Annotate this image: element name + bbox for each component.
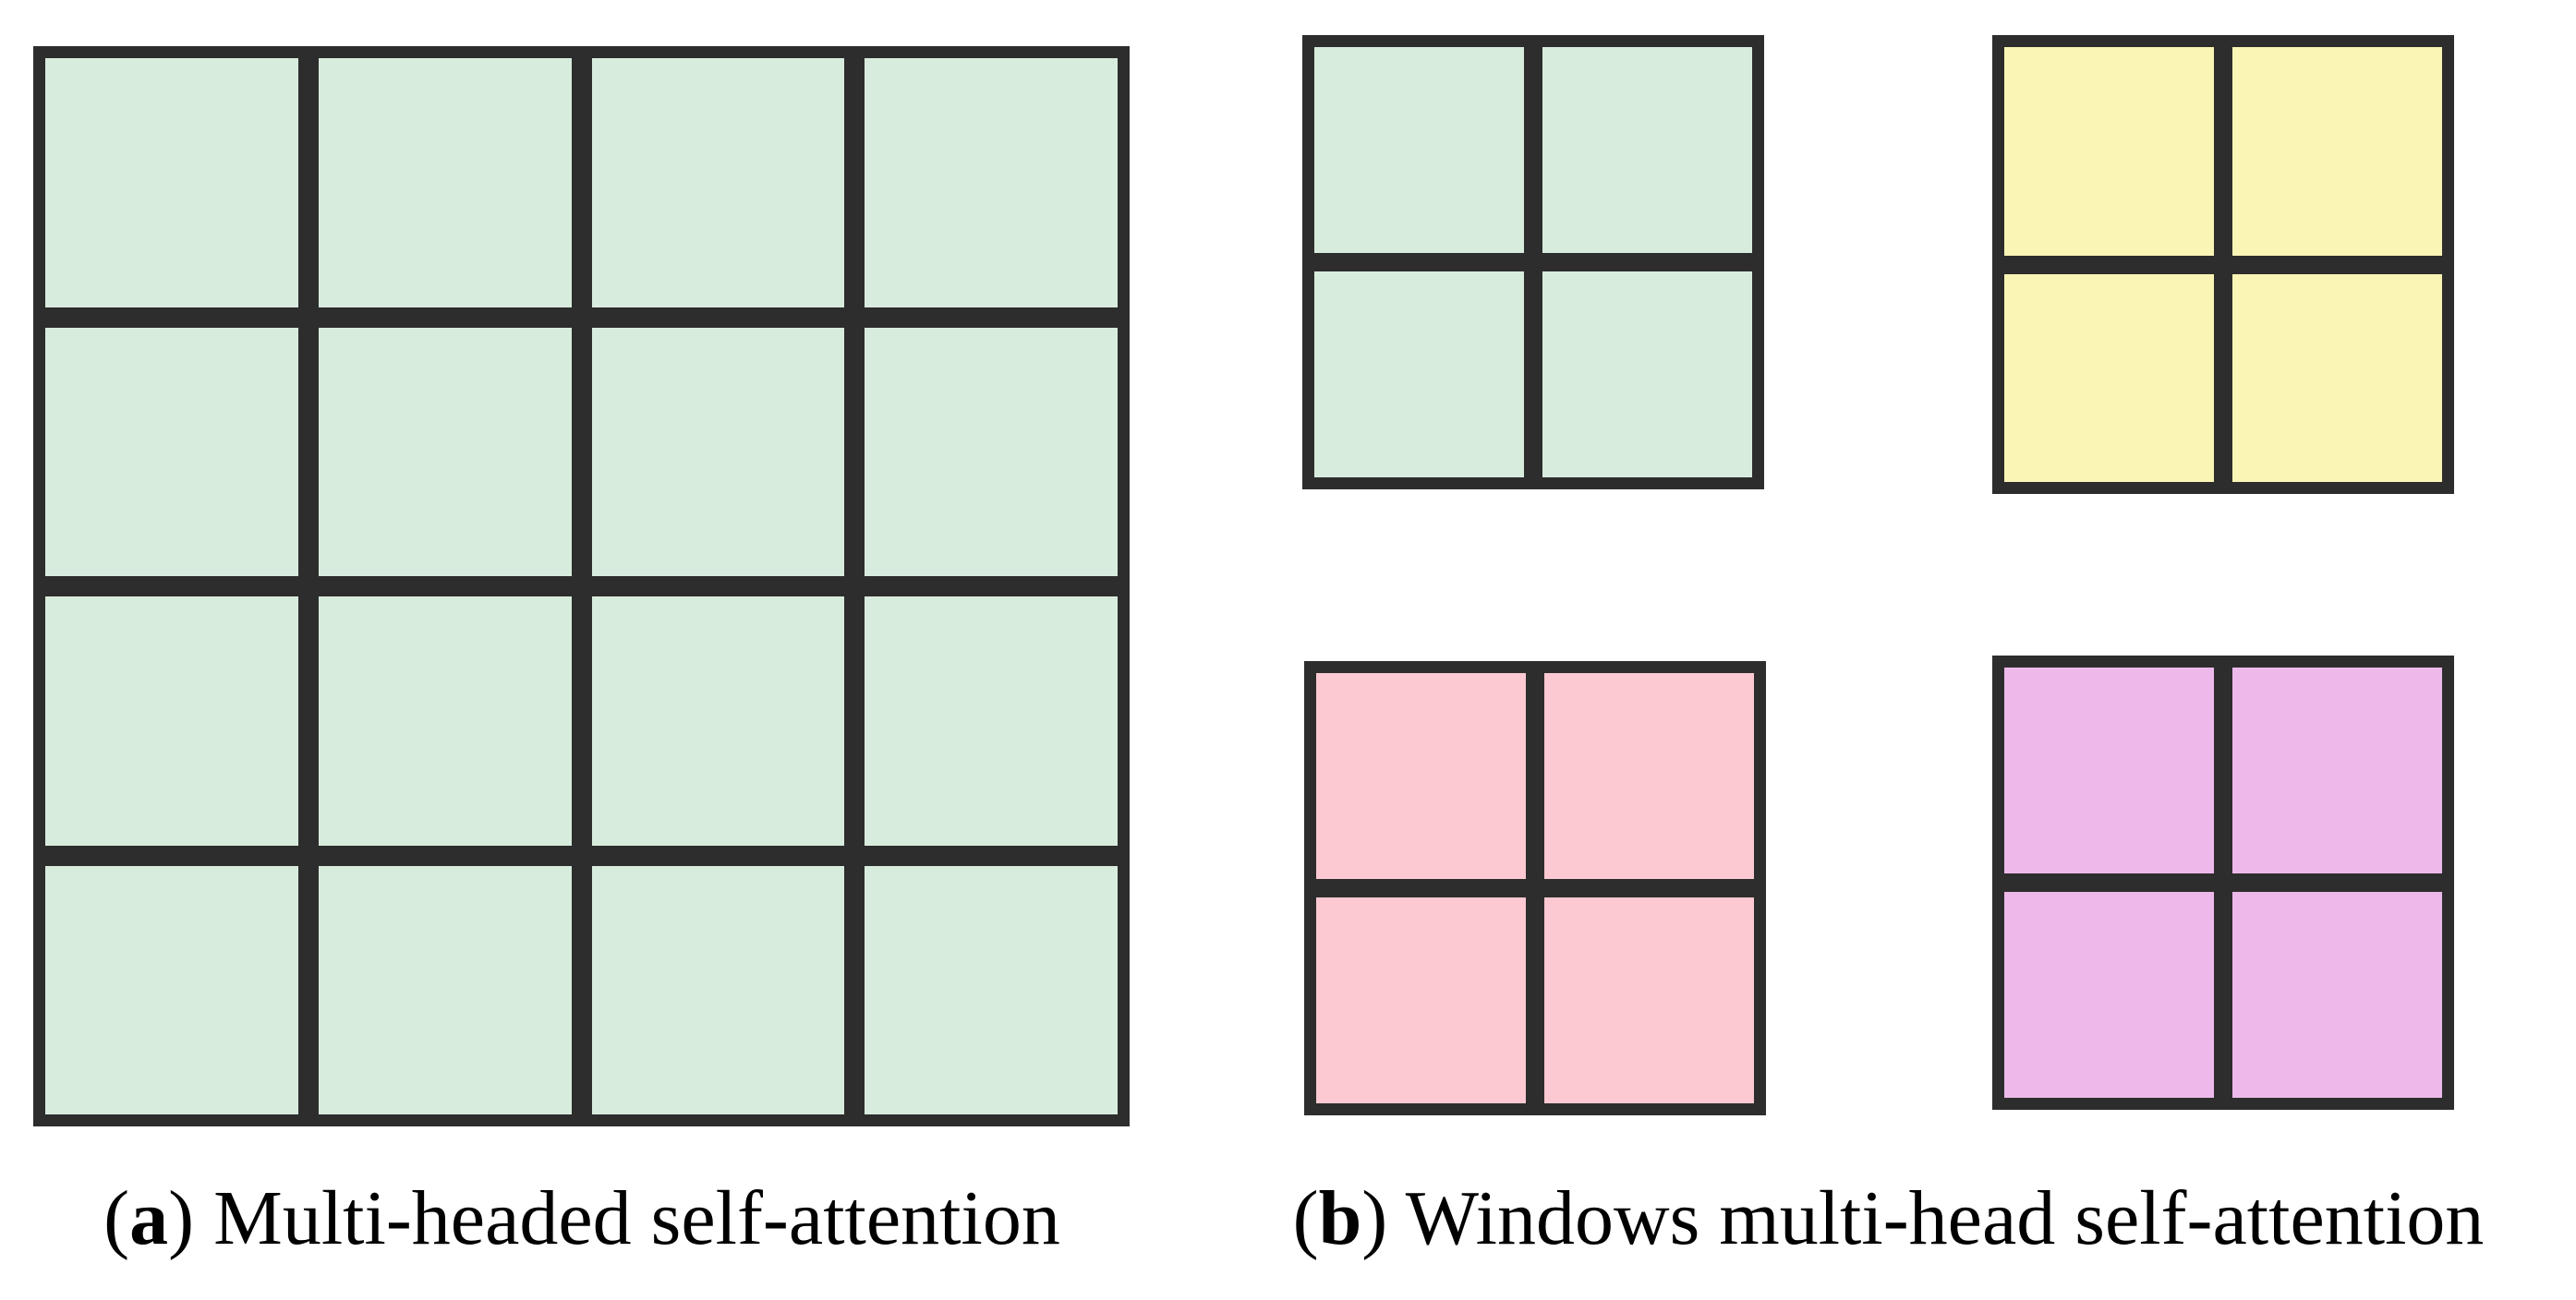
caption-panel-a: (a) Multi-headed self-attention (0, 1175, 1164, 1261)
attention-cell (1542, 271, 1752, 477)
attention-cell (865, 596, 1118, 846)
attention-cell (318, 327, 572, 576)
attention-cell (2232, 668, 2442, 873)
attention-cell (1544, 673, 1754, 879)
attention-cell (1542, 47, 1752, 253)
attention-cell (591, 596, 845, 846)
attention-cell (45, 596, 298, 846)
attention-cell (865, 327, 1118, 576)
attention-cell (2004, 892, 2214, 1098)
caption-b-close-paren: ) (1361, 1175, 1388, 1261)
attention-cell (318, 596, 572, 846)
attention-cell (318, 865, 572, 1114)
attention-cell (865, 865, 1118, 1114)
caption-a-close-paren: ) (168, 1175, 195, 1261)
caption-b-text: Windows multi-head self-attention (1387, 1175, 2485, 1261)
attention-cell (1314, 271, 1524, 477)
caption-b-letter: b (1318, 1175, 1362, 1261)
caption-b-open-paren: ( (1292, 1175, 1319, 1261)
attention-cell (2004, 47, 2214, 256)
attention-cell (2232, 273, 2442, 482)
caption-a-letter: a (129, 1175, 169, 1261)
caption-a-text: Multi-headed self-attention (194, 1175, 1060, 1261)
attention-cell (1316, 673, 1526, 879)
attention-cell (45, 327, 298, 576)
attention-cell (591, 327, 845, 576)
wmsa-window-purple (1992, 656, 2454, 1110)
attention-cell (1544, 897, 1754, 1103)
wmsa-window-green (1302, 35, 1764, 489)
attention-cell (45, 865, 298, 1114)
attention-cell (2232, 47, 2442, 256)
attention-cell (1314, 47, 1524, 253)
msa-grid (33, 46, 1130, 1126)
attention-cell (318, 58, 572, 307)
attention-cell (591, 865, 845, 1114)
attention-cell (45, 58, 298, 307)
caption-panel-b: (b) Windows multi-head self-attention (1201, 1175, 2576, 1261)
attention-cell (2004, 668, 2214, 873)
wmsa-window-yellow (1992, 35, 2454, 494)
attention-cell (2232, 892, 2442, 1098)
attention-cell (591, 58, 845, 307)
attention-cell (865, 58, 1118, 307)
caption-a-open-paren: ( (103, 1175, 130, 1261)
wmsa-window-pink (1304, 661, 1766, 1115)
attention-cell (1316, 897, 1526, 1103)
attention-cell (2004, 273, 2214, 482)
